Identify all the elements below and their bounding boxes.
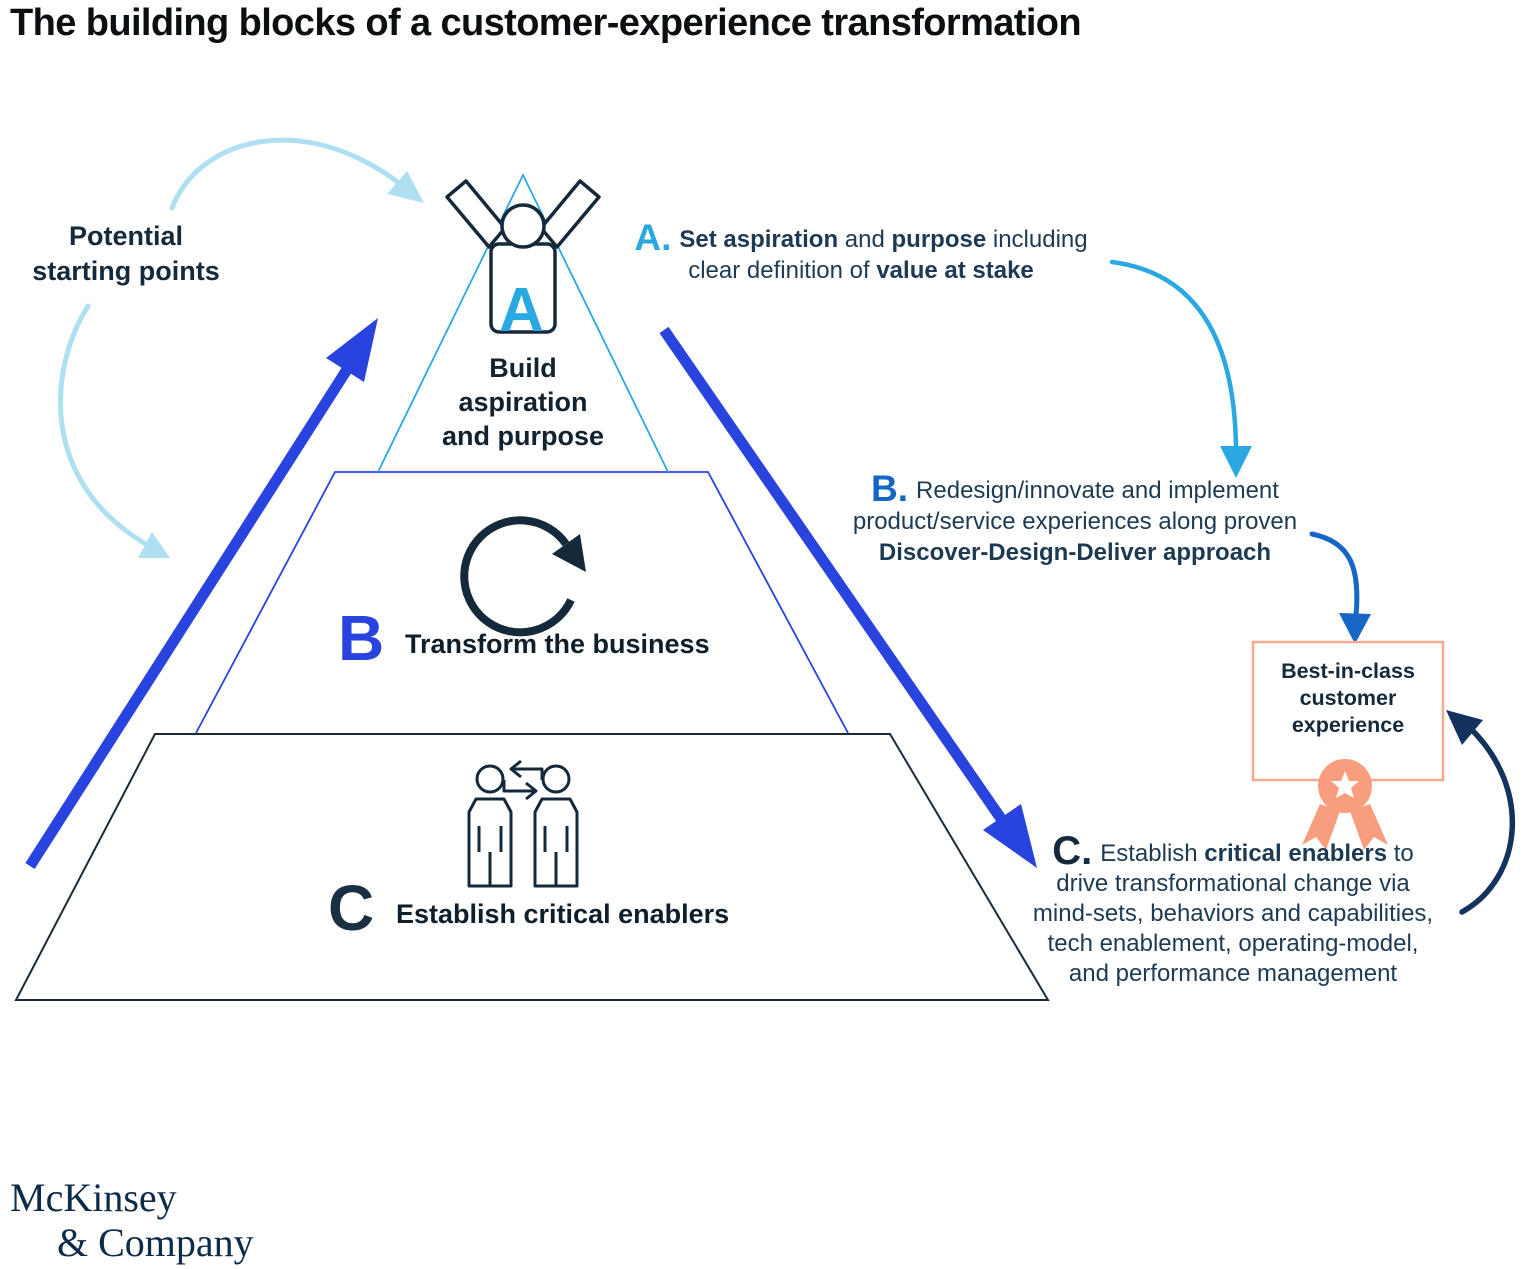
arrow-a-to-b <box>1109 259 1252 478</box>
annotation-b-line1: B.Redesign/innovate and implement <box>871 468 1279 509</box>
annotation-c-line1: C.Establish critical enablers to <box>1052 829 1414 873</box>
annotation-b: B.Redesign/innovate and implement produc… <box>840 468 1310 568</box>
annotation-a-label: A. <box>634 217 672 258</box>
level-a-label-line2: aspiration <box>458 387 588 417</box>
level-a-label: Build aspiration and purpose <box>423 351 623 453</box>
level-a-letter: A <box>499 276 544 345</box>
annotation-c-line3: mind-sets, behaviors and capabilities, <box>1032 900 1434 927</box>
annotation-b-label: B. <box>871 468 909 509</box>
page-title: The building blocks of a customer-experi… <box>10 2 1082 44</box>
annotation-b-line2: product/service experiences along proven <box>852 508 1298 535</box>
up-arrow <box>25 318 378 869</box>
arrowhead-icon <box>983 804 1037 868</box>
best-in-class-box-text: Best-in-class customer experience <box>1253 658 1443 739</box>
people-exchange-icon <box>467 759 579 888</box>
arrowhead-icon <box>1339 613 1371 644</box>
logo-line1: McKinsey <box>10 1175 177 1220</box>
arrow-c-to-box <box>1446 710 1515 915</box>
level-b-letter: B <box>338 602 385 674</box>
best-in-class-line2: customer <box>1299 686 1397 710</box>
logo-line2: & Company <box>57 1220 254 1265</box>
annotation-b-line3: Discover-Design-Deliver approach <box>878 539 1272 566</box>
person-celebrating-icon <box>445 179 601 334</box>
arrow-b-to-box <box>1309 531 1371 644</box>
annotation-a-line2: clear definition of value at stake <box>688 257 1034 284</box>
pyramid-level-b-shape <box>195 471 849 734</box>
down-arrow <box>659 326 1037 868</box>
potential-label-line1: Potential <box>68 221 183 251</box>
mckinsey-logo: McKinsey & Company <box>10 1174 254 1266</box>
annotation-c-label: C. <box>1052 829 1093 873</box>
best-in-class-line1: Best-in-class <box>1281 659 1415 683</box>
arrowhead-icon <box>1220 446 1252 478</box>
arrowhead-icon <box>326 318 378 382</box>
best-in-class-line3: experience <box>1291 713 1405 737</box>
annotation-c-line2: drive transformational change via <box>1056 870 1410 897</box>
level-a-label-line1: Build <box>489 353 557 383</box>
arrowhead-icon <box>1446 710 1483 745</box>
arrowhead-icon <box>138 532 170 558</box>
arrowhead-icon <box>387 171 424 203</box>
level-c-label: Establish critical enablers <box>396 899 730 929</box>
potential-label-line2: starting points <box>32 256 220 286</box>
refresh-cycle-icon <box>460 516 586 637</box>
annotation-c-line5: and performance management <box>1068 960 1398 987</box>
starting-point-arc-top <box>169 137 424 211</box>
potential-starting-points-label: Potential starting points <box>26 219 226 289</box>
annotation-a-line1: A.Set aspiration and purpose including <box>634 217 1088 258</box>
starting-point-arc-bottom <box>58 303 170 558</box>
pyramid-level-c-shape <box>14 733 1050 1001</box>
level-a-label-line3: and purpose <box>441 421 604 451</box>
level-c-letter: C <box>328 872 375 944</box>
annotation-c-line4: tech enablement, operating-model, <box>1047 930 1419 957</box>
award-ribbon-icon <box>1302 759 1388 850</box>
pyramid-level-a-shape <box>377 172 669 473</box>
annotation-c: C.Establish critical enablers to drive t… <box>1013 829 1453 989</box>
level-b-label: Transform the business <box>405 629 710 659</box>
annotation-a: A.Set aspiration and purpose including c… <box>626 217 1096 286</box>
